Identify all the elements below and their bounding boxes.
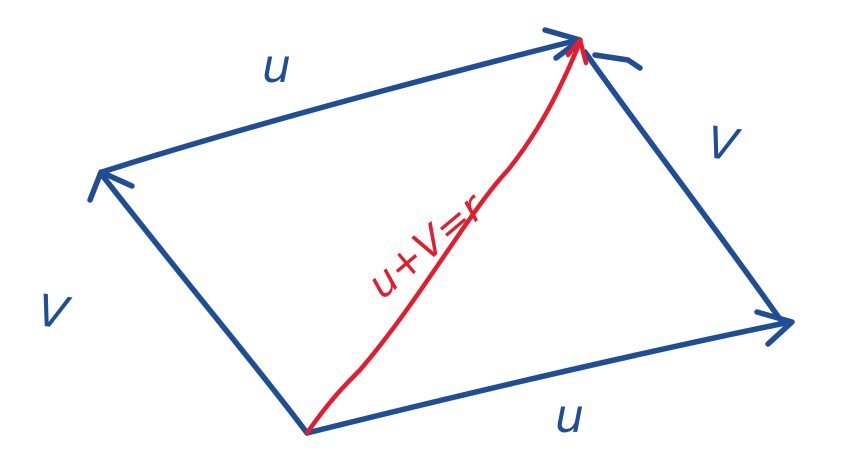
vector-u-bottom: [304, 319, 793, 436]
vector-resultant-arrowhead: [565, 37, 589, 66]
vector-v-right-extra-stroke: [592, 52, 643, 71]
label-u-top: u: [262, 39, 291, 93]
vector-u-bottom-arrowhead: [754, 309, 795, 347]
label-u-bottom: u: [555, 389, 584, 443]
vector-v-left: [99, 172, 310, 436]
label-v-left: V: [34, 285, 74, 340]
label-resultant: u+V=r: [359, 183, 495, 307]
vector-u-top: [99, 37, 581, 175]
vector-v-right: [582, 49, 785, 325]
vector-resultant: [304, 39, 583, 436]
label-v-right: V: [704, 117, 744, 172]
